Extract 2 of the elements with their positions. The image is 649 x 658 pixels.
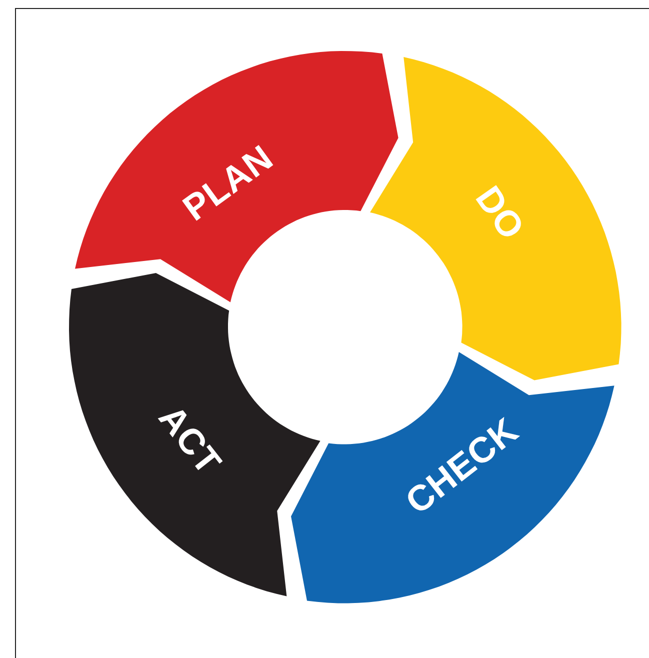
segment-label: DO bbox=[469, 180, 530, 246]
segment-label: ACT bbox=[152, 399, 228, 481]
